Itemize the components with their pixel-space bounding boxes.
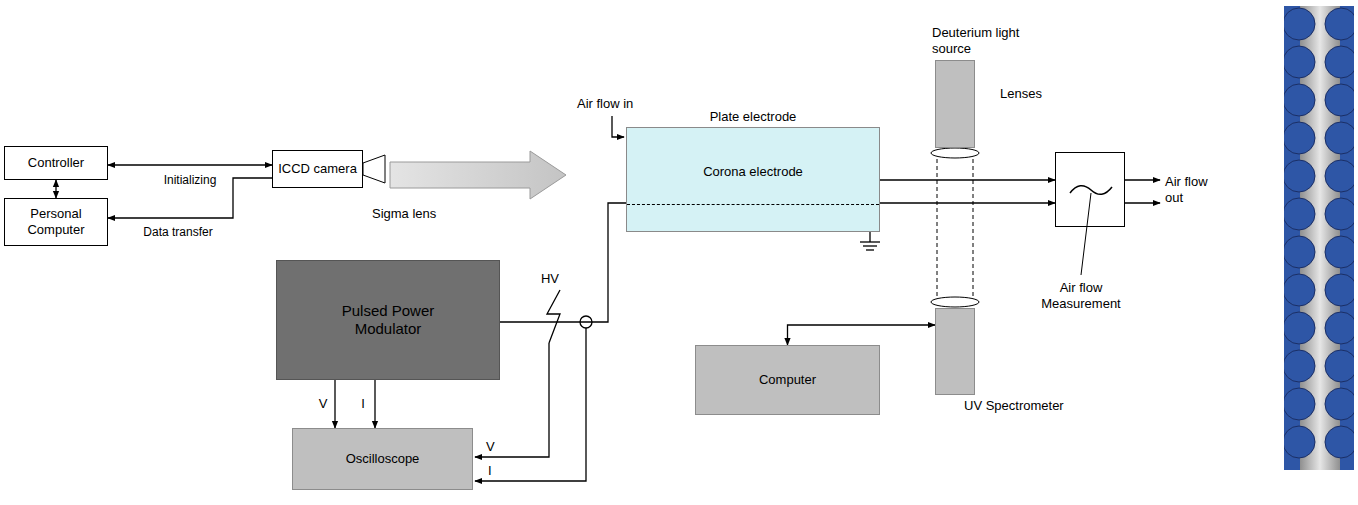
light-beam-edge [973, 152, 974, 302]
node-label: Plate electrode [627, 109, 879, 125]
ground-stem [869, 232, 870, 242]
scallop [1325, 46, 1354, 78]
scallop [1325, 274, 1354, 306]
edge-label: Data transfer [141, 224, 214, 240]
node-label: ICCD camera [274, 161, 361, 177]
optical-lens [931, 297, 979, 307]
node-label: Deuterium light source [932, 25, 1036, 57]
air-outlet-arrow [1125, 202, 1160, 203]
edge-label: Initializing [162, 172, 219, 188]
scallop [1284, 198, 1315, 230]
signal-label: I [486, 463, 494, 479]
scallop [1325, 122, 1354, 154]
scallop [1284, 236, 1315, 268]
ground-bar [866, 249, 874, 250]
air-inlet-label: Air flow in [575, 96, 635, 112]
electrode-scallops [1284, 8, 1354, 458]
fan-symbol [1056, 153, 1124, 226]
hv-probe-symbol [547, 290, 560, 343]
scallop [1325, 8, 1354, 40]
camera-box: ICCD camera [272, 150, 363, 188]
connector [334, 380, 335, 428]
node-label: Controller [24, 155, 88, 171]
discharge-photo [1284, 6, 1354, 470]
scallop [1325, 350, 1354, 382]
node-label: Computer [755, 372, 820, 388]
ground-bar [863, 245, 877, 246]
view-arrow [390, 151, 566, 199]
spectrometer-box: UV Spectrometer [935, 308, 975, 395]
scallop [1325, 312, 1354, 344]
scallop [1284, 122, 1315, 154]
scallop [1325, 198, 1354, 230]
connector [788, 325, 936, 345]
scallop [1284, 426, 1315, 458]
scallop [1325, 84, 1354, 116]
scallop [1284, 46, 1315, 78]
ground-symbol [860, 232, 880, 250]
light-beam-edge [937, 152, 938, 302]
node-label: Air flow Measurement [1026, 280, 1136, 312]
connector [500, 203, 626, 322]
connector [55, 180, 56, 198]
scallop [1325, 388, 1354, 420]
node-label: Personal Computer [5, 206, 107, 238]
ground-bar [860, 241, 880, 242]
electrode-chamber: Plate electrodeCorona electrode [626, 127, 880, 232]
corona-wire [627, 204, 879, 205]
modulator-box: Pulsed Power Modulator [276, 260, 500, 380]
lens-label: Sigma lens [370, 206, 438, 222]
scallop [1325, 426, 1354, 458]
scallop [1284, 274, 1315, 306]
connector [880, 179, 1055, 180]
optical-lens [931, 148, 979, 158]
scallop [1284, 84, 1315, 116]
edge-label: V [317, 396, 330, 412]
scallop [1284, 312, 1315, 344]
scallop [1284, 350, 1315, 382]
air-outlet-arrow [1125, 179, 1160, 180]
connector [108, 164, 272, 165]
signal-label: V [484, 439, 497, 455]
node-label: UV Spectrometer [964, 398, 1064, 414]
connector [374, 380, 375, 428]
node-label: Oscilloscope [342, 451, 424, 467]
controller-box: Controller [4, 146, 108, 180]
lens-label: Lenses [998, 86, 1044, 102]
airflow-meter-box: Air flow Measurement [1055, 152, 1125, 227]
edge-label: HV [539, 271, 561, 287]
light-source-box: Deuterium light source [935, 60, 975, 148]
pc-box: Personal Computer [4, 198, 108, 246]
edge-label: I [359, 396, 367, 412]
computer-box: Computer [695, 345, 880, 415]
leader-line [1081, 193, 1091, 275]
scallop [1325, 160, 1354, 192]
scallop [1284, 160, 1315, 192]
node-sublabel: Corona electrode [627, 164, 879, 180]
node-label: Pulsed Power Modulator [333, 302, 443, 338]
scallop [1284, 8, 1315, 40]
air-inlet-arrow [612, 116, 624, 137]
scallop [1284, 388, 1315, 420]
air-outlet-label: Air flow out [1163, 174, 1223, 206]
oscilloscope-box: Oscilloscope [292, 428, 473, 490]
connector [880, 202, 1055, 203]
scallop [1325, 236, 1354, 268]
camera-lens [363, 155, 385, 183]
